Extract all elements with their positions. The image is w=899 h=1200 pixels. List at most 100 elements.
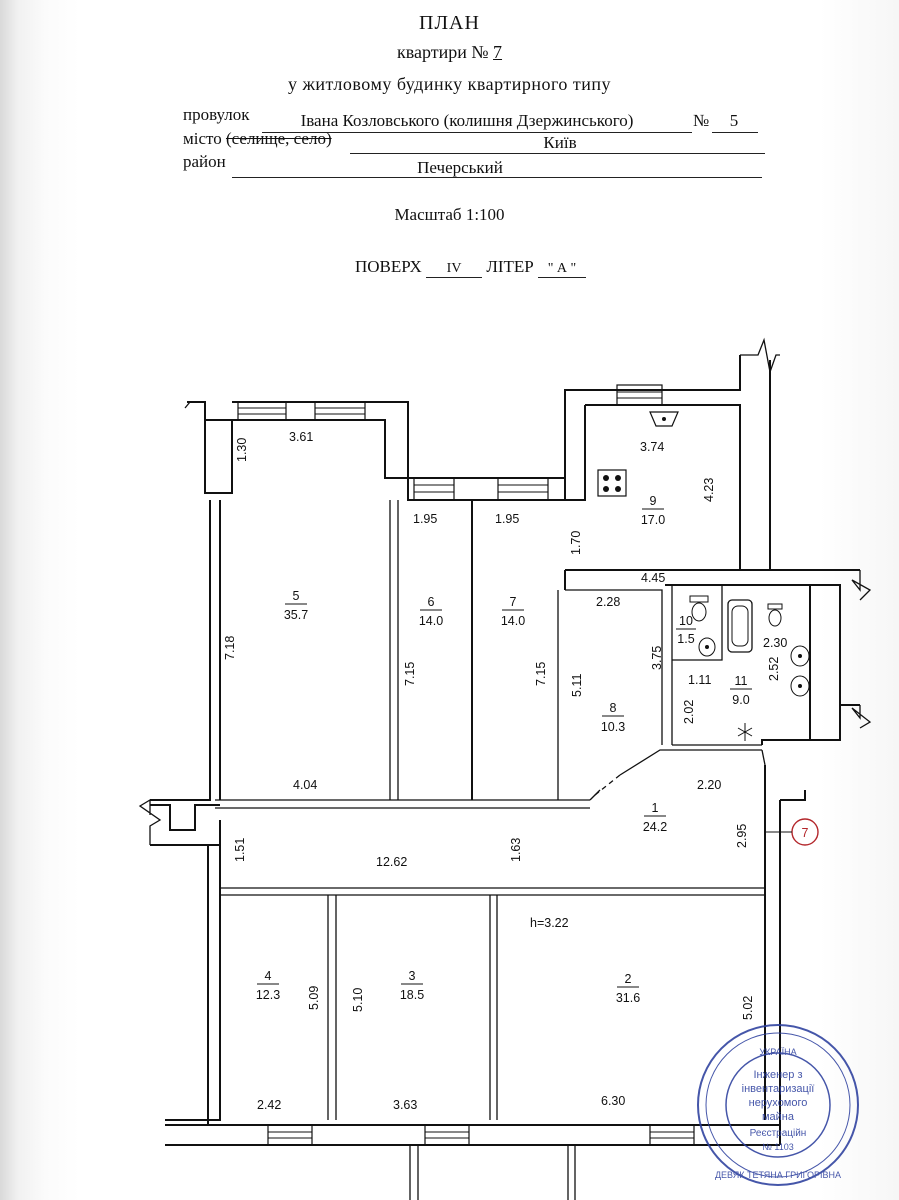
number-underline [712, 132, 758, 133]
room-7-number: 7 [510, 595, 517, 609]
dim-5-02: 5.02 [741, 996, 755, 1020]
stamp-line1: Інженер з [753, 1069, 802, 1081]
dimension-labels: 1.30 3.61 3.74 4.23 1.95 1.95 1.70 4.45 … [223, 430, 787, 1112]
washbasin-icon [698, 637, 716, 657]
city-label-text: місто [183, 129, 222, 148]
dim-3-63: 3.63 [393, 1098, 417, 1112]
dim-3-61: 3.61 [289, 430, 313, 444]
room-4-number: 4 [265, 969, 272, 983]
district-value: Печерський [417, 158, 503, 177]
dim-7-15a: 7.15 [403, 662, 417, 686]
room-6-number: 6 [428, 595, 435, 609]
city-label: місто (селище, село) [183, 129, 332, 149]
ceiling-height-note: h=3.22 [530, 916, 569, 930]
room-10-area: 1.5 [677, 632, 694, 646]
apartment-heading: квартири № 7 [0, 42, 899, 63]
dim-1-63: 1.63 [509, 838, 523, 862]
district-underline [232, 177, 762, 178]
dim-2-20: 2.20 [697, 778, 721, 792]
dim-1-70: 1.70 [569, 531, 583, 555]
room-1-number: 1 [652, 801, 659, 815]
floor-drain-icon [737, 723, 753, 741]
stove-icon [597, 469, 627, 497]
dim-1-30: 1.30 [235, 438, 249, 462]
stamp-line4: майна [762, 1111, 795, 1123]
dim-7-15b: 7.15 [534, 662, 548, 686]
dim-3-75: 3.75 [650, 646, 664, 670]
room-5-number: 5 [293, 589, 300, 603]
room-3-number: 3 [409, 969, 416, 983]
room-11-number: 11 [735, 674, 748, 688]
street-label: провулок [183, 105, 250, 124]
toilet-icon [689, 595, 709, 622]
dim-2-30: 2.30 [763, 636, 787, 650]
room-9-number: 9 [650, 494, 657, 508]
stamp-ring-bottom: ДЕВЯК ТЕТЯНА ГРИГОРІВНА [715, 1170, 841, 1180]
street-underline [262, 132, 692, 133]
official-stamp: УКРАЇНА Інженер з інвентаризації нерухом… [697, 1024, 859, 1186]
washbasin-2-icon [790, 645, 810, 697]
room-11-area: 9.0 [732, 693, 749, 707]
document-title: ПЛАН [419, 12, 480, 34]
room-4-area: 12.3 [256, 988, 280, 1002]
floor-value: IV [426, 261, 483, 278]
letter-value: А [556, 261, 568, 276]
dim-5-10: 5.10 [351, 988, 365, 1012]
stamp-line6: № 1103 [762, 1142, 794, 1152]
dim-2-52: 2.52 [767, 657, 781, 681]
room-8-area: 10.3 [601, 720, 625, 734]
city-underline [350, 153, 765, 154]
letter-value-wrap: " А " [537, 261, 586, 278]
room-9-area: 17.0 [641, 513, 665, 527]
apartment-number: 7 [493, 42, 503, 62]
windows [237, 384, 695, 1146]
dim-5-09: 5.09 [307, 986, 321, 1010]
room-7-area: 14.0 [501, 614, 525, 628]
dim-12-62: 12.62 [376, 855, 407, 869]
dim-7-18: 7.18 [223, 636, 237, 660]
stamp-line2: інвентаризації [742, 1083, 815, 1095]
building-type: у житловому будинку квартирного типу [287, 74, 612, 94]
break-marks [138, 337, 872, 845]
fixtures [597, 411, 810, 741]
stamp-ring-top: УКРАЇНА [759, 1047, 796, 1057]
dim-1-51: 1.51 [233, 838, 247, 862]
room-2-number: 2 [625, 972, 632, 986]
apartment-marker-label: 7 [802, 826, 809, 840]
interior-walls [215, 500, 766, 1120]
room-8-number: 8 [610, 701, 617, 715]
room-3-area: 18.5 [400, 988, 424, 1002]
dim-1-95a: 1.95 [413, 512, 437, 526]
city-struck-text: (селище, село) [225, 129, 332, 148]
room-2-area: 31.6 [616, 991, 640, 1005]
floor-row: ПОВЕРХ IV ЛІТЕР " А " [355, 257, 586, 278]
room-labels: 5 35.7 6 14.0 7 14.0 8 10.3 9 17.0 10 1.… [256, 494, 752, 1005]
dim-6-30: 6.30 [601, 1094, 625, 1108]
exterior-walls [150, 355, 860, 1200]
room-6-area: 14.0 [419, 614, 443, 628]
kitchen-sink-icon [649, 411, 679, 427]
apartment-label: квартири № [396, 42, 489, 62]
dim-5-11: 5.11 [570, 674, 584, 697]
district-label: район [183, 152, 226, 171]
street-value: Івана Козловського (колишня Дзержинськог… [300, 111, 634, 130]
dim-1-11: 1.11 [688, 673, 711, 687]
dim-1-95b: 1.95 [495, 512, 519, 526]
letter-label: ЛІТЕР [486, 257, 534, 276]
city-value: Київ [543, 133, 577, 152]
stamp-line5: Реєстраційн [750, 1128, 807, 1139]
dim-2-02: 2.02 [682, 700, 696, 724]
stamp-line3: нерухомого [749, 1097, 808, 1109]
toilet-2-icon [767, 603, 783, 627]
dim-2-95: 2.95 [735, 824, 749, 848]
dim-3-74: 3.74 [640, 440, 664, 454]
scale-label: Масштаб 1:100 [394, 205, 505, 224]
dim-2-28: 2.28 [596, 595, 620, 609]
dim-4-23: 4.23 [702, 478, 716, 502]
dim-2-42: 2.42 [257, 1098, 281, 1112]
dim-4-04: 4.04 [293, 778, 317, 792]
bathtub-icon [727, 599, 753, 653]
room-5-area: 35.7 [284, 608, 308, 622]
room-10-number: 10 [679, 614, 693, 628]
number-value: 5 [729, 111, 739, 130]
